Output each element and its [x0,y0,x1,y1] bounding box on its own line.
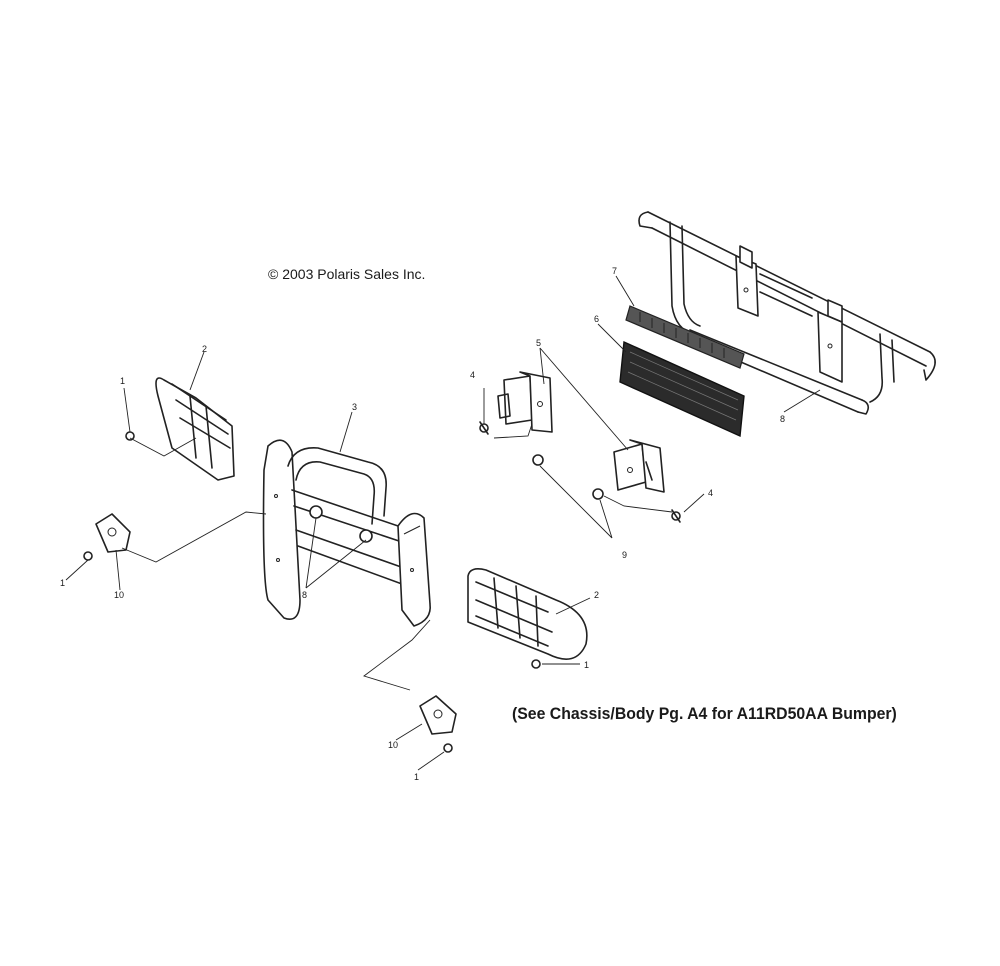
bracket-fasteners [479,421,681,523]
callout-1-right: 1 [584,660,589,670]
callout-2-left: 2 [202,344,207,354]
callout-2-right: 2 [594,590,599,600]
mounting-bracket-lower [613,439,665,493]
callout-labels: 1 1 1 1 2 2 3 4 4 5 6 7 8 8 9 10 10 [60,266,785,782]
callout-3: 3 [352,402,357,412]
callout-1-left-bottom: 1 [60,578,65,588]
callout-1-left-top: 1 [120,376,125,386]
clamp-left [83,513,131,561]
callout-8-center: 8 [302,590,307,600]
mounting-bracket-upper [497,371,553,433]
front-brush-guard [262,439,431,627]
callout-10-left: 10 [114,590,124,600]
reflector-strip [625,305,745,369]
copyright-notice: © 2003 Polaris Sales Inc. [268,266,426,282]
callout-7: 7 [612,266,617,276]
callout-4-left: 4 [470,370,475,380]
callout-4-right: 4 [708,488,713,498]
callout-9: 9 [622,550,627,560]
callout-5: 5 [536,338,541,348]
clamp-right [419,695,457,753]
callout-6: 6 [594,314,599,324]
side-guard-right [467,568,588,669]
callout-1-bottom: 1 [414,772,419,782]
callout-10-right: 10 [388,740,398,750]
side-guard-left [125,377,235,481]
callout-8-right: 8 [780,414,785,424]
grille-plate [619,340,745,438]
reference-note: (See Chassis/Body Pg. A4 for A11RD50AA B… [512,704,897,723]
leader-lines [65,275,821,771]
